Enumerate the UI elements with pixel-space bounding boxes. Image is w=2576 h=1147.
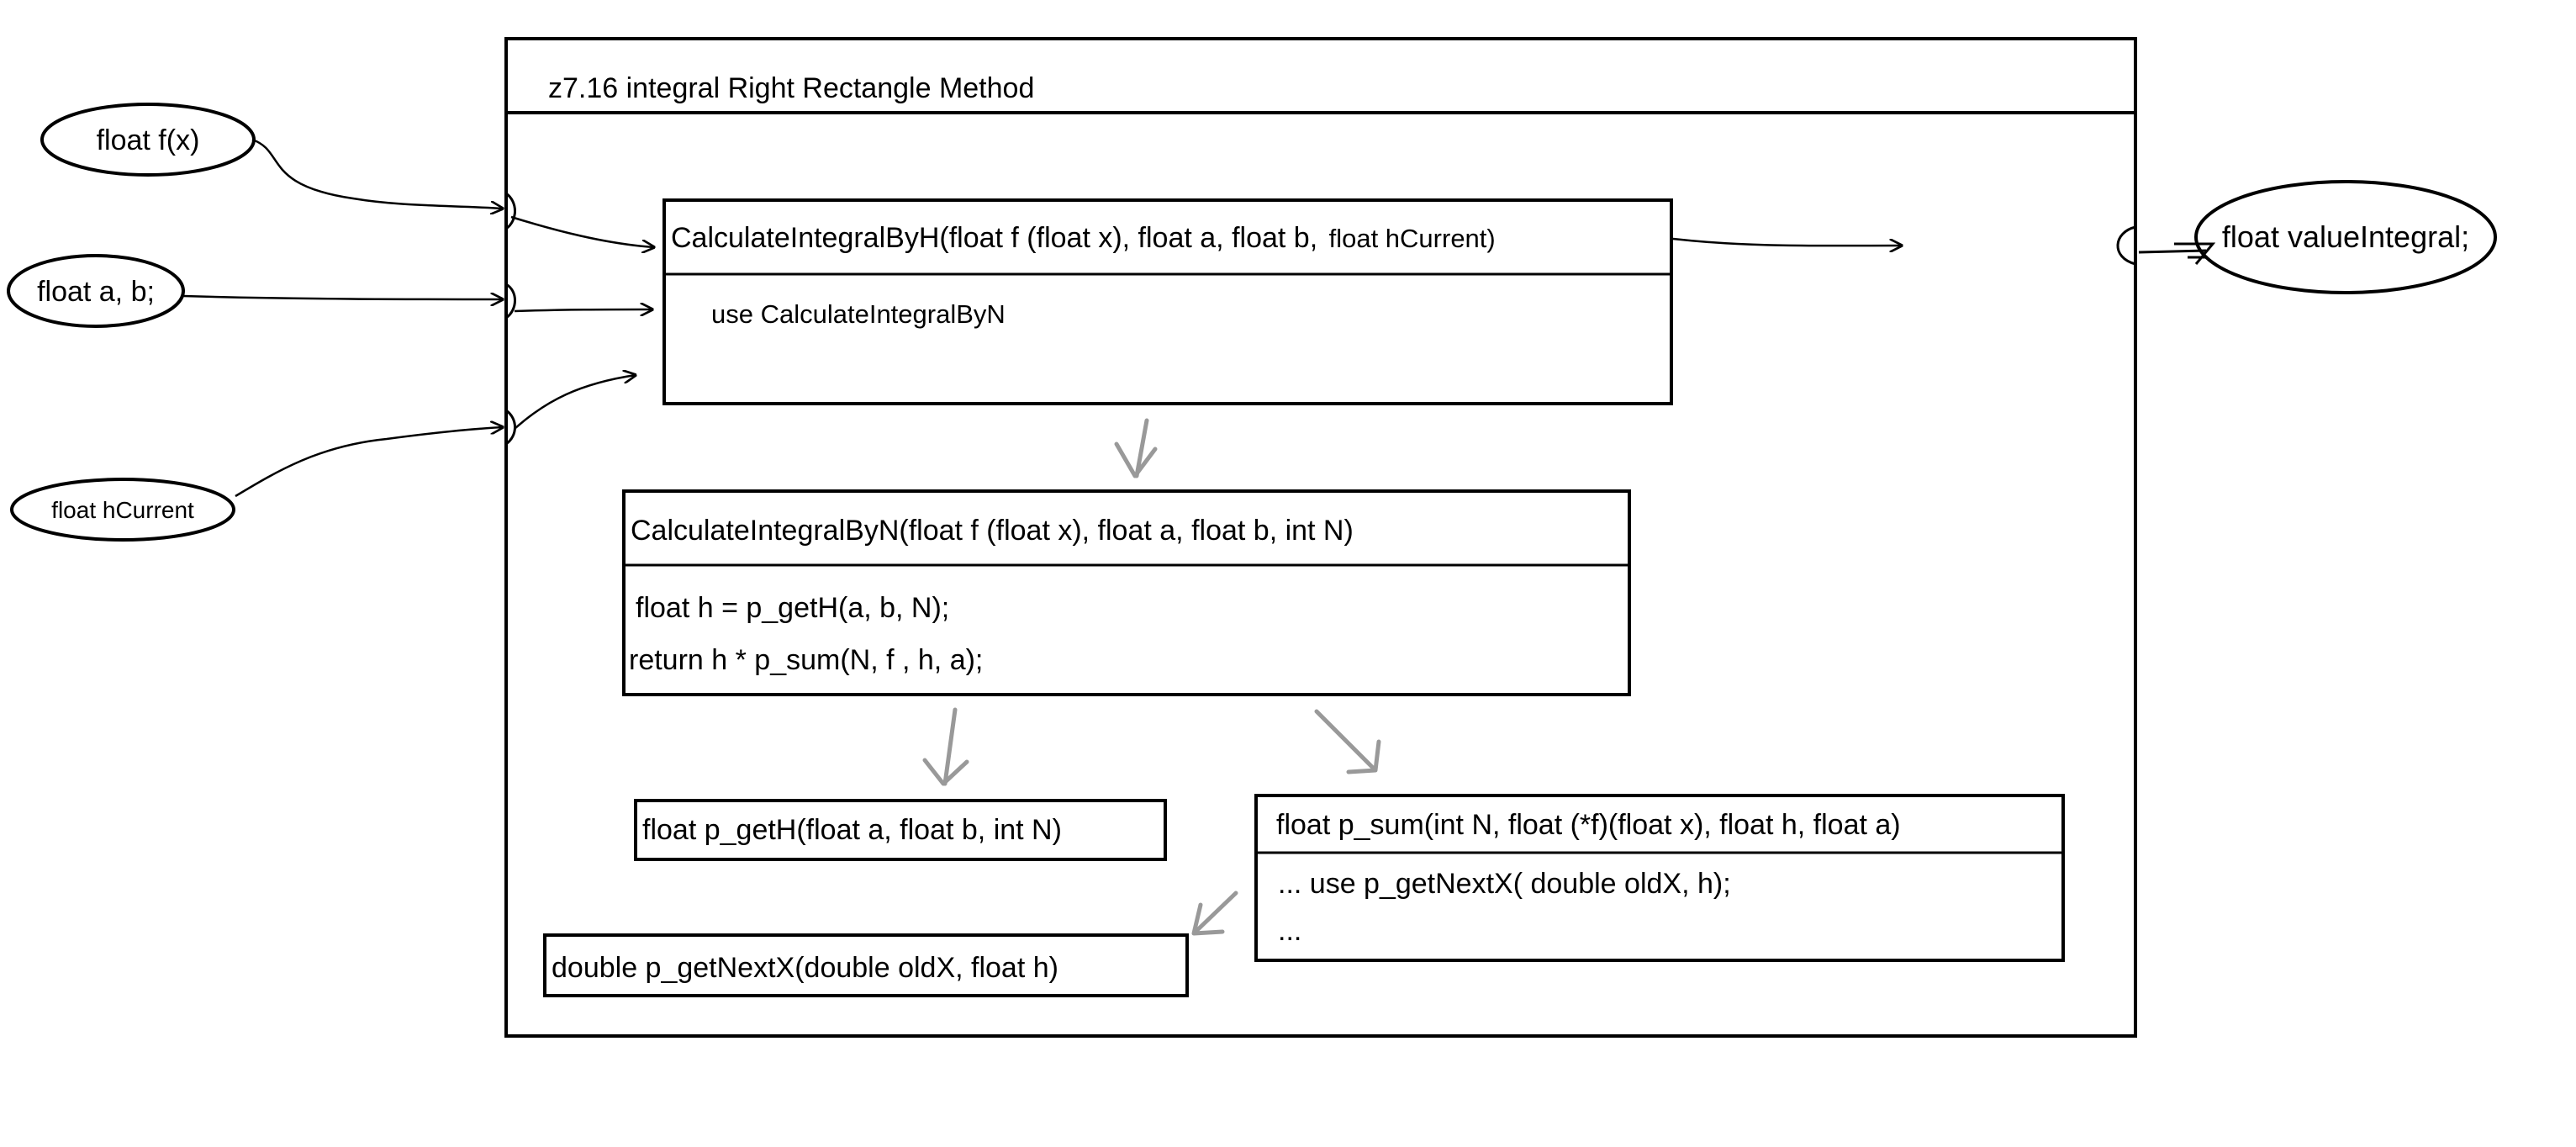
module-title: z7.16 integral Right Rectangle Method	[548, 72, 1034, 104]
block-sum-border	[1254, 794, 2065, 962]
input-f-label: float f(x)	[97, 124, 200, 156]
block-next-x-signature: double p_getNextX(double oldX, float h)	[552, 952, 1058, 984]
output-ellipse	[2194, 180, 2497, 294]
block-get-h-border	[634, 799, 1167, 861]
block-by-h: CalculateIntegralByH(float f (float x), …	[662, 198, 1673, 405]
block-sum: float p_sum(int N, float (*f)(float x), …	[1254, 794, 2065, 962]
wire-port3-to-byh	[514, 375, 636, 430]
output-label: float valueIntegral;	[2222, 219, 2469, 254]
wire-ab-to-port	[182, 296, 503, 299]
input-ab: float a, b;	[7, 254, 185, 328]
wire-port2-to-byh	[514, 309, 652, 311]
wire-byh-to-output-port	[1672, 237, 1902, 246]
flow-arrow-byn-to-geth	[922, 707, 969, 786]
block-by-n-signature: CalculateIntegralByN(float f (float x), …	[631, 515, 1354, 547]
wire-hcurrent-to-port	[235, 427, 503, 498]
flow-arrow-sum-to-nextx	[1191, 891, 1238, 936]
module-border	[504, 37, 2137, 1038]
input-wires	[182, 138, 654, 498]
input-ab-ellipse	[7, 254, 185, 328]
input-ab-label: float a, b;	[37, 276, 155, 308]
block-next-x-border	[543, 933, 1189, 997]
output-port	[2116, 225, 2136, 266]
block-by-h-signature: CalculateIntegralByH(float f (float x), …	[671, 222, 1496, 254]
wire-port-to-output	[2138, 249, 2207, 254]
output: float valueIntegral;	[1672, 180, 2497, 294]
block-sum-body-line-1: ... use p_getNextX( double oldX, h);	[1278, 868, 1731, 900]
block-by-h-border	[662, 198, 1673, 405]
wire-f-to-port	[251, 138, 503, 209]
input-hcurrent: float hCurrent	[10, 478, 235, 542]
block-sum-body-line-2: ...	[1278, 915, 1301, 947]
block-by-n-body-line-2: return h * p_sum(N, f , h, a);	[629, 644, 983, 676]
block-get-h-signature: float p_getH(float a, float b, int N)	[642, 814, 1062, 846]
output-arrowhead-mark	[2174, 242, 2216, 265]
block-by-n: CalculateIntegralByN(float f (float x), …	[622, 489, 1631, 696]
block-sum-signature: float p_sum(int N, float (*f)(float x), …	[1276, 809, 1901, 841]
flow-arrow-byh-to-byn	[1114, 418, 1158, 478]
input-hcurrent-label: float hCurrent	[51, 497, 194, 523]
wire-port1-to-byh	[510, 215, 654, 247]
block-by-h-signature-main: CalculateIntegralByH(float f (float x), …	[671, 222, 1317, 254]
block-get-h: float p_getH(float a, float b, int N)	[634, 799, 1167, 861]
block-by-n-border	[622, 489, 1631, 696]
block-by-h-signature-tail: float hCurrent)	[1329, 224, 1496, 253]
module-frame: z7.16 integral Right Rectangle Method	[504, 37, 2137, 1038]
input-f: float f(x)	[40, 103, 256, 177]
input-port-2	[505, 283, 516, 320]
block-by-h-body-line: use CalculateIntegralByN	[711, 299, 1006, 329]
flow-arrows	[922, 418, 1381, 936]
block-by-n-body-line-1: float h = p_getH(a, b, N);	[636, 592, 949, 624]
block-next-x: double p_getNextX(double oldX, float h)	[543, 933, 1189, 997]
input-port-1	[505, 192, 516, 230]
input-hcurrent-ellipse	[10, 478, 235, 542]
flow-arrow-byn-to-sum	[1314, 709, 1381, 774]
